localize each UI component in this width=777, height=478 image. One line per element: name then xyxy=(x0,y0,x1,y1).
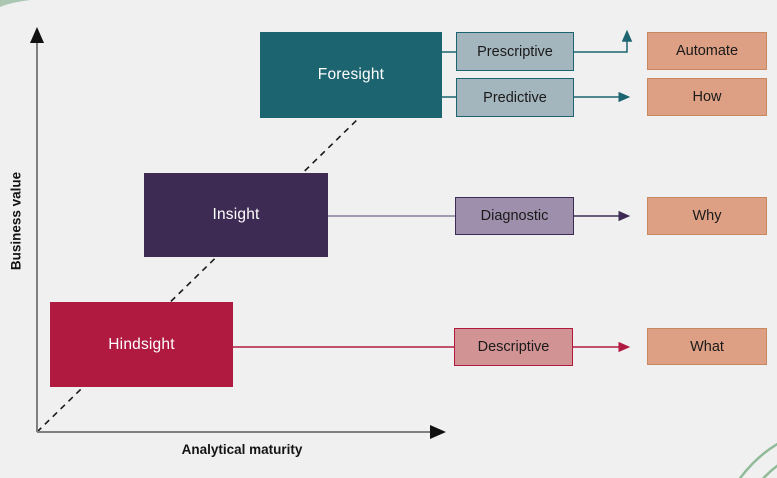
outcome-label-what: What xyxy=(690,338,724,355)
outcome-box-what: What xyxy=(647,328,767,365)
stage-label-insight: Insight xyxy=(212,206,260,223)
outcome-label-how: How xyxy=(692,89,722,105)
stage-box-hindsight: Hindsight xyxy=(50,302,233,387)
stage-box-foresight: Foresight xyxy=(260,32,442,118)
type-box-predictive: Predictive xyxy=(456,78,574,117)
type-label-diagnostic: Diagnostic xyxy=(480,208,549,224)
type-box-diagnostic: Diagnostic xyxy=(455,197,574,235)
type-label-descriptive: Descriptive xyxy=(477,339,550,355)
corner-accent-top-left xyxy=(0,0,30,7)
arrow-prescriptive-automate xyxy=(574,29,633,53)
outcome-label-automate: Automate xyxy=(675,43,739,59)
outcome-box-automate: Automate xyxy=(647,32,767,70)
stage-label-hindsight: Hindsight xyxy=(108,335,175,353)
type-label-predictive: Predictive xyxy=(483,89,547,106)
stage-label-foresight: Foresight xyxy=(317,66,385,83)
outcome-label-why: Why xyxy=(692,208,722,224)
outcome-box-why: Why xyxy=(647,197,767,235)
x-axis-label: Analytical maturity xyxy=(181,442,303,457)
type-box-descriptive: Descriptive xyxy=(454,328,573,366)
dashed-trend-line xyxy=(36,115,362,433)
corner-arc-outer xyxy=(738,442,777,478)
type-box-prescriptive: Prescriptive xyxy=(456,32,574,71)
type-label-prescriptive: Prescriptive xyxy=(477,43,553,60)
outcome-box-how: How xyxy=(647,78,767,116)
stage-box-insight: Insight xyxy=(144,173,328,257)
y-axis-label: Business value xyxy=(8,171,24,271)
